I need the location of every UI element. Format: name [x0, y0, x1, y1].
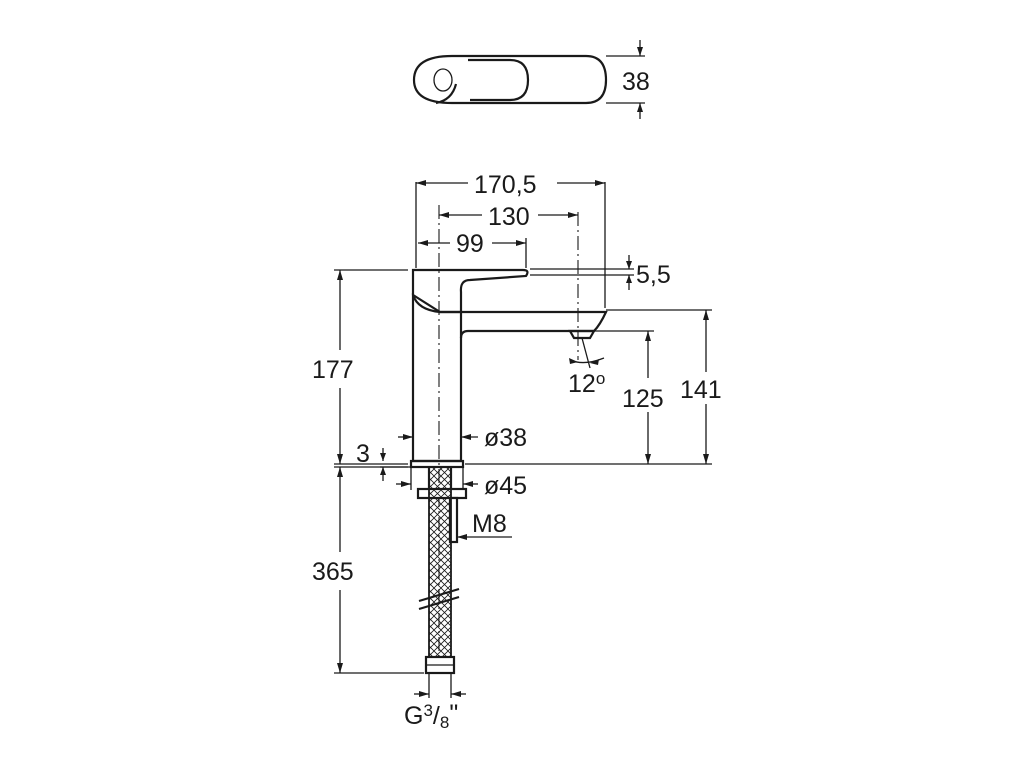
handle-thickness-label: 5,5: [636, 261, 671, 289]
dim-arrow: [419, 691, 429, 697]
stud-thread-label: M8: [472, 510, 507, 538]
dim-arrow: [337, 270, 343, 280]
dim-arrow: [418, 240, 428, 246]
dim-arrow: [403, 434, 413, 440]
dim-arrow: [401, 481, 411, 487]
dim-arrow: [637, 47, 643, 56]
spout: [459, 310, 608, 339]
hose-thread-suffix: ": [449, 700, 458, 728]
flow-angle-value: 12: [568, 370, 596, 398]
dim-arrow: [595, 180, 605, 186]
top-view-width-label: 38: [622, 68, 650, 96]
dim-arrow: [380, 453, 386, 461]
top-view-logo: [433, 68, 453, 92]
total-height-label: 177: [312, 356, 354, 384]
hose-thread-denominator: 8: [440, 713, 449, 732]
dim-arrow: [451, 691, 461, 697]
hose-thread-slash: /: [433, 702, 440, 730]
flow-angle-unit: o: [596, 369, 605, 388]
top-view-handle-curve: [435, 83, 458, 105]
dim-arrow: [645, 454, 651, 464]
hose-break-line: [418, 587, 460, 603]
dim-arrow: [516, 240, 526, 246]
dim-arrow: [569, 358, 578, 364]
dim-arrow: [568, 212, 578, 218]
spout-axis-label: 130: [488, 203, 530, 231]
hose-thread-label: G3/8": [404, 700, 458, 732]
base-thickness-label: 3: [356, 440, 370, 468]
dim-arrow: [337, 663, 343, 673]
dim-arrow: [463, 481, 473, 487]
dim-arrow: [457, 534, 467, 540]
dim-arrow: [626, 261, 632, 269]
hose-thread-numerator: 3: [423, 701, 432, 720]
hose-length-label: 365: [312, 558, 354, 586]
dim-arrow: [380, 467, 386, 475]
base-diameter-label: ø45: [484, 472, 527, 500]
dim-arrow: [703, 454, 709, 464]
aerator: [568, 329, 596, 340]
flow-angle-label: 12o: [568, 369, 605, 398]
dim-arrow: [626, 275, 632, 283]
top-view-outline: [412, 54, 608, 105]
dim-arrow: [645, 331, 651, 341]
dim-arrow: [637, 103, 643, 112]
dim-arrow: [590, 359, 599, 365]
spout-height-label: 125: [622, 385, 664, 413]
dim-arrow: [337, 467, 343, 477]
dim-arrow: [337, 454, 343, 464]
top-view-handle-lever: [468, 58, 530, 102]
flexible-hose: [428, 466, 452, 658]
handle-axis-label: 99: [456, 230, 484, 258]
overall-depth-label: 170,5: [474, 171, 537, 199]
front-view: 170,5 130 99 5,5 177: [312, 171, 722, 732]
dim-arrow: [416, 180, 426, 186]
body-diameter-label: ø38: [484, 424, 527, 452]
handle: [411, 268, 529, 314]
top-view: 38: [412, 40, 650, 119]
dim-arrow: [703, 310, 709, 320]
spout-top-height-label: 141: [680, 376, 722, 404]
dim-arrow: [439, 212, 449, 218]
tap-body: [411, 293, 463, 463]
dim-arrow: [461, 434, 471, 440]
hose-thread-prefix: G: [404, 702, 423, 730]
